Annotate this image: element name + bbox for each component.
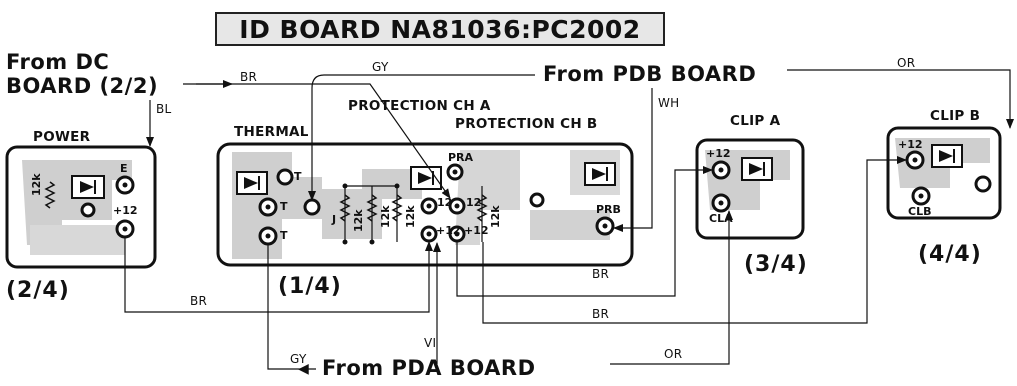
diode-icon	[410, 166, 442, 190]
wire-label-gy-top: GY	[372, 60, 389, 74]
clip-b-board	[886, 126, 1002, 220]
clip-b-pin-plus12: +12	[898, 138, 923, 151]
main-pin-plus12-d: +12	[464, 224, 489, 237]
wires	[124, 69, 1014, 370]
wire-label-vi: VI	[424, 336, 437, 350]
page-ref-main: (1/4)	[278, 274, 342, 299]
wire-gy-bottom	[267, 244, 316, 370]
wire-label-br-clip-a: BR	[592, 267, 610, 281]
clip-a-board	[695, 138, 805, 240]
protection-ch-a-label: PROTECTION CH A	[348, 98, 491, 114]
main-pin-pra: PRA	[448, 151, 474, 164]
diode-icon	[71, 175, 105, 199]
main-pin-prb: PRB	[596, 203, 621, 216]
main-resistor-2: 12k	[379, 205, 392, 228]
source-dc-board-line2: BOARD (2/2)	[6, 74, 159, 98]
main-resistor-1: 12k	[352, 209, 365, 232]
wire-or-top	[787, 69, 1014, 129]
clip-b-label: CLIP B	[930, 108, 981, 124]
clip-b-pin-clb: CLB	[908, 205, 932, 218]
clip-a-label: CLIP A	[730, 113, 781, 129]
main-pin-12b: 12	[466, 196, 482, 209]
wire-or-bottom	[610, 210, 733, 365]
power-board	[5, 145, 157, 269]
main-resistor-4: 12k	[489, 205, 502, 228]
wire-br-top	[196, 83, 451, 199]
main-pin-12a: 12	[437, 196, 453, 209]
power-pin-plus12: +12	[113, 204, 138, 217]
diode-icon	[931, 144, 963, 168]
wire-label-br-power: BR	[190, 294, 208, 308]
diode-icon	[741, 157, 773, 181]
wire-wh	[613, 88, 653, 232]
wire-label-br-top: BR	[240, 70, 258, 84]
main-resistor-3: 12k	[404, 205, 417, 228]
clip-a-pin-cla: CLA	[709, 212, 733, 225]
diode-icon	[584, 162, 616, 186]
wire-label-or-top: OR	[897, 56, 916, 70]
thermal-label: THERMAL	[234, 124, 309, 140]
diode-icon	[236, 171, 268, 195]
pda-arrow-icon: ◀	[298, 361, 309, 377]
source-pda-board: From PDA BOARD	[322, 356, 536, 380]
main-pin-plus12-c: +12	[436, 224, 461, 237]
wire-label-wh: WH	[658, 96, 680, 110]
main-pin-j: J	[332, 213, 337, 226]
diagram-title: ID BOARD NA81036:PC2002	[239, 14, 641, 44]
power-pin-e: E	[120, 162, 128, 175]
power-resistor-label: 12k	[30, 173, 43, 196]
wire-gy-top	[308, 74, 535, 201]
wire-br-power	[124, 237, 433, 313]
wire-label-gy-bottom: GY	[290, 352, 307, 366]
wire-label-or-bottom: OR	[664, 347, 683, 361]
page-ref-clip-a: (3/4)	[744, 252, 808, 277]
main-pin-t3: T	[280, 229, 288, 242]
source-dc-board-line1: From DC	[6, 50, 110, 74]
source-pdb-board: From PDB BOARD	[543, 62, 757, 86]
title-box: ID BOARD NA81036:PC2002	[215, 12, 665, 46]
resistor-icon	[44, 181, 56, 209]
clip-a-pin-plus12: +12	[706, 147, 731, 160]
wire-label-br-clip-b: BR	[592, 307, 610, 321]
wire-label-bl: BL	[156, 102, 172, 116]
wire-br-clipa	[456, 166, 713, 297]
main-board	[216, 142, 634, 267]
page-ref-clip-b: (4/4)	[918, 242, 982, 267]
wire-br-clipb	[482, 156, 907, 324]
main-pin-t2: T	[280, 200, 288, 213]
main-pin-t1: T	[294, 170, 302, 183]
page-ref-power: (2/4)	[6, 278, 70, 303]
power-label: POWER	[33, 129, 91, 145]
protection-ch-b-label: PROTECTION CH B	[455, 116, 598, 132]
